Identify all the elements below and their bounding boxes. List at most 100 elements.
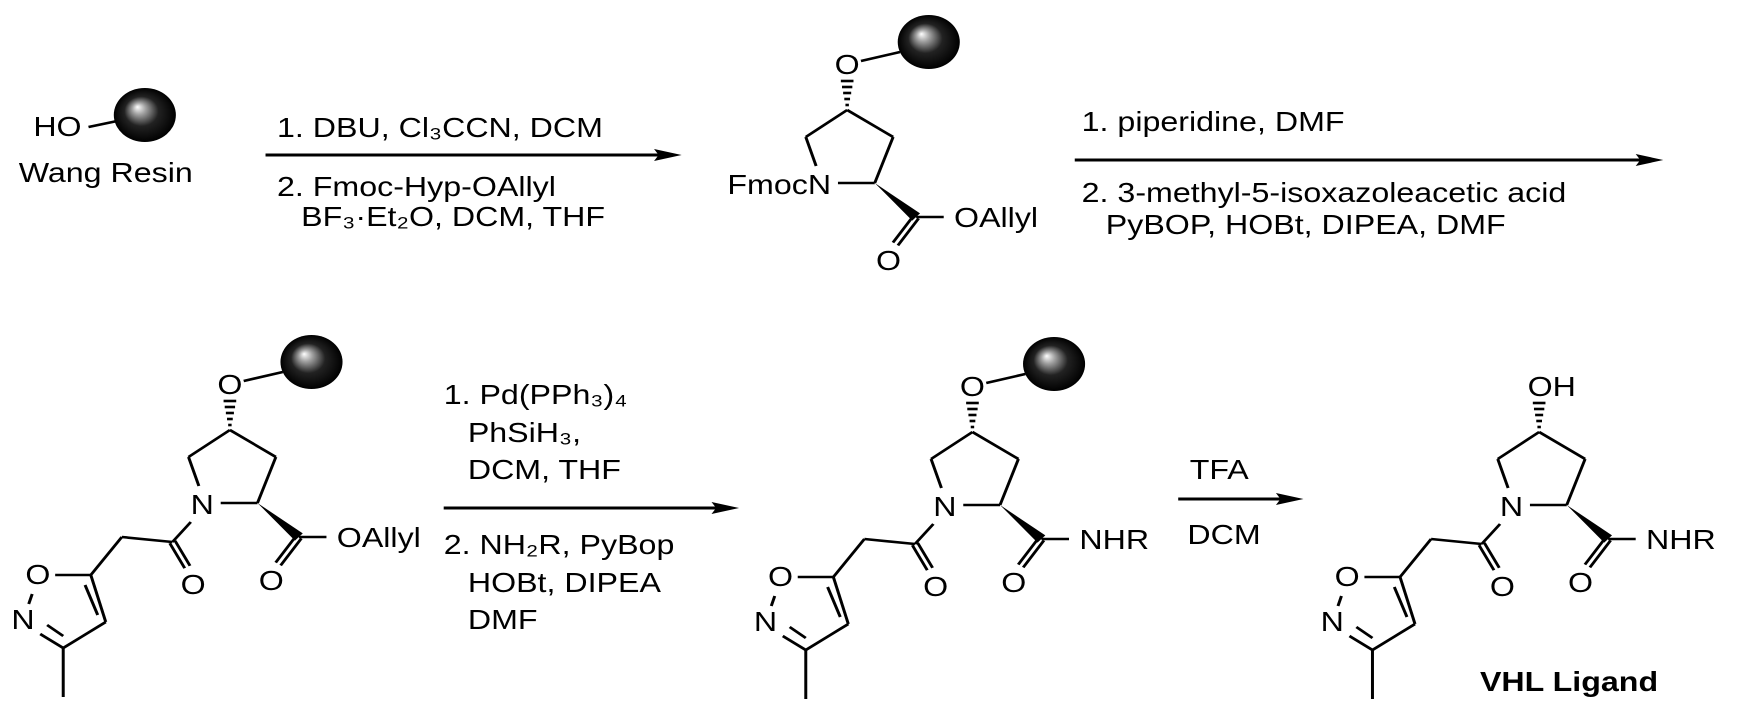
reagent-line: DCM [1187,520,1260,551]
bond [1567,459,1585,505]
molecule-3: NONHROOON [754,337,1149,699]
isoxazole-nitrogen-label: N [11,605,34,636]
bond [833,577,848,624]
reagent-line: 1. piperidine, DMF [1082,107,1345,138]
acyl-oxygen-label: O [181,570,206,601]
bond [833,539,864,577]
reagent-line: PyBOP, HOBt, DIPEA, DMF [1106,210,1506,241]
bond [1400,577,1415,624]
bond [122,537,173,542]
bond [931,459,941,488]
isoxazole-nitrogen-label: N [1321,607,1344,638]
bond [1000,459,1018,505]
reagent-line: 1. DBU, Cl₃CCN, DCM [277,113,603,144]
bond [172,522,190,542]
reagent-line: 2. NH₂R, PyBop [444,530,675,561]
wedge-bond [1000,505,1045,543]
bond [63,622,106,648]
nitrogen-label: FmocN [727,170,831,201]
bond [1431,539,1482,544]
bond [1498,459,1508,488]
reagent-line: DMF [468,605,538,636]
bond [1372,624,1415,650]
resin-bead-icon [1023,337,1085,391]
wang-resin: HO Wang Resin [19,88,193,188]
bond [861,52,900,61]
isoxazole-oxygen-label: O [768,562,793,593]
ether-oxygen-label: O [217,370,242,401]
bond [790,627,806,638]
carbonyl-oxygen-label: O [259,566,284,597]
resin-bead-icon [280,335,342,389]
isoxazole-oxygen-label: O [1335,562,1360,593]
bond [1338,596,1341,606]
bond [1539,432,1585,459]
bond [230,430,276,457]
bond [40,634,63,648]
wedge-bond [257,503,302,541]
bond [91,575,106,622]
terminal-group-label: NHR [1079,525,1149,556]
nitrogen-label: N [1500,492,1523,523]
bond [864,539,915,544]
bond [972,432,1018,459]
bond [915,524,933,544]
bond [986,374,1025,383]
bond [806,110,847,137]
bond [931,432,972,459]
reagent-line: DCM, THF [468,455,621,486]
bond [783,636,806,650]
bond [1482,524,1500,544]
hydroxyl-label: HO [33,112,81,143]
bond [875,137,893,183]
terminal-group-label: OAllyl [337,523,421,554]
bond [189,457,199,486]
carbonyl-oxygen-label: O [1568,568,1593,599]
terminal-group-label: NHR [1646,525,1716,556]
bond [91,537,122,575]
wedge-bond [1567,505,1612,543]
reagent-line: HOBt, DIPEA [468,568,662,599]
reagent-line: TFA [1190,455,1250,486]
isoxazole-nitrogen-label: N [754,607,777,638]
ether-oxygen-label: O [835,50,860,81]
carbonyl-oxygen-label: O [876,246,901,277]
nitrogen-label: N [191,490,214,521]
reaction-step-4: TFA DCM [1178,455,1303,551]
nitrogen-label: N [933,492,956,523]
bond [1356,627,1372,638]
bond [806,624,849,650]
reagent-line: 2. 3-methyl-5-isoxazoleacetic acid [1082,178,1567,209]
bond [29,594,32,604]
reagent-line: 2. Fmoc-Hyp-OAllyl [277,172,556,203]
isoxazole-oxygen-label: O [25,560,50,591]
resin-bead-icon [898,15,960,69]
acyl-oxygen-label: O [923,572,948,603]
starting-material-name: Wang Resin [19,158,193,189]
reagent-line: 1. Pd(PPh₃)₄ [444,380,628,411]
resin-bead-icon [114,88,176,142]
product-name: VHL Ligand [1480,667,1658,698]
bond [1498,432,1539,459]
hydroxyl-label: OH [1528,372,1576,403]
carbonyl-oxygen-label: O [1001,568,1026,599]
bond [806,137,816,166]
bond [189,430,230,457]
reaction-step-1: 1. DBU, Cl₃CCN, DCM 2. Fmoc-Hyp-OAllyl B… [266,113,682,233]
ether-oxygen-label: O [960,372,985,403]
reaction-step-3: 1. Pd(PPh₃)₄ PhSiH₃, DCM, THF 2. NH₂R, P… [444,380,739,636]
reagent-line: BF₃·Et₂O, DCM, THF [301,202,605,233]
molecule-2: NOOAllylOOON [11,335,420,697]
reaction-step-2: 1. piperidine, DMF 2. 3-methyl-5-isoxazo… [1075,107,1664,241]
bond [1400,539,1431,577]
wedge-bond [875,183,920,221]
terminal-group-label: OAllyl [954,203,1038,234]
bond [1349,636,1372,650]
bond [89,121,118,127]
bond [47,625,63,636]
acyl-oxygen-label: O [1490,572,1515,603]
bond [847,110,893,137]
bond [244,372,283,381]
molecule-1: FmocNOOAllylO [727,15,1038,276]
